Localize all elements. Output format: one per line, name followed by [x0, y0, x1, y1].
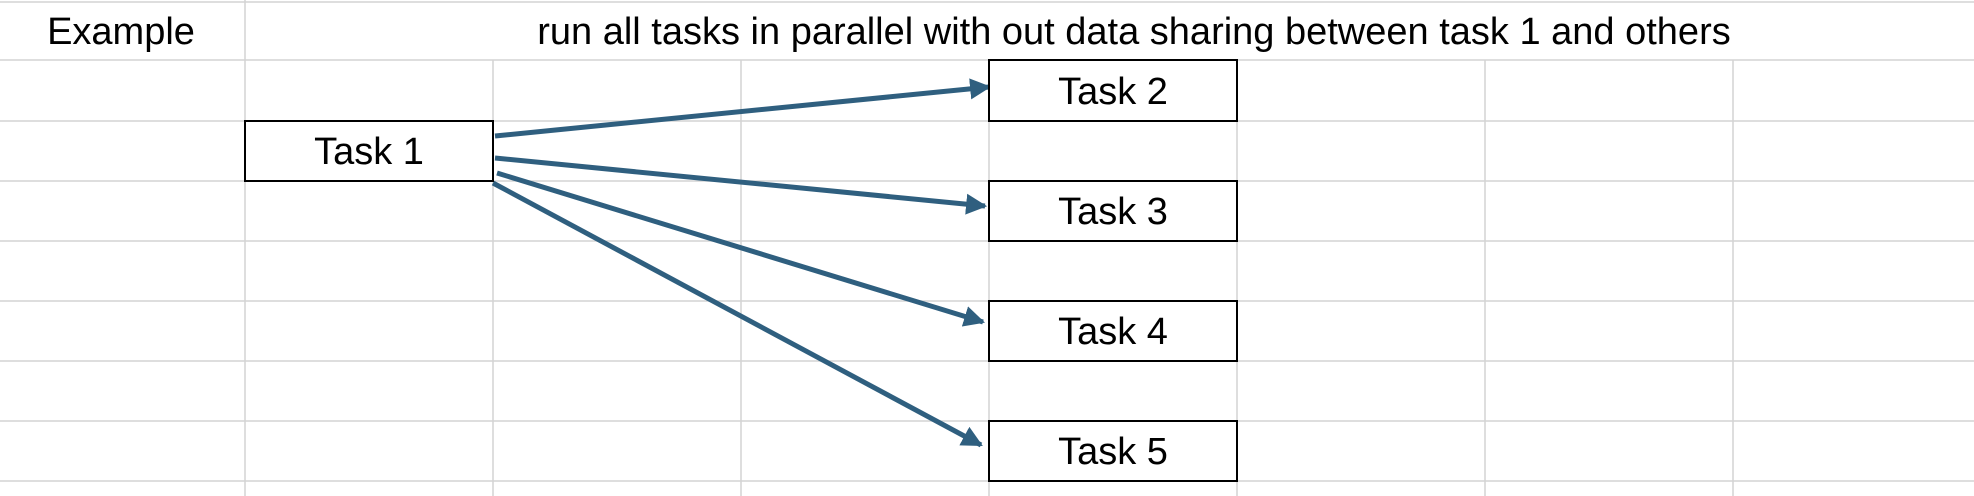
arrow-task1-to-task4 — [496, 170, 986, 327]
arrow-group — [491, 78, 992, 448]
task-box-target-4[interactable]: Task 5 — [988, 420, 1238, 482]
task-box-target-2[interactable]: Task 3 — [988, 180, 1238, 242]
task-box-frame — [244, 120, 494, 182]
task-label: Task 1 — [314, 131, 424, 173]
task-box-target-1[interactable]: Task 2 — [988, 59, 1238, 122]
task-box-frame — [988, 59, 1238, 122]
task-box-source[interactable]: Task 1 — [244, 120, 494, 182]
arrow-task1-to-task5 — [491, 180, 983, 448]
task-label: Task 4 — [1058, 311, 1168, 353]
task-label: Task 3 — [1058, 191, 1168, 233]
header-cell-text: run all tasks in parallel with out data … — [537, 11, 1730, 53]
task-box-frame — [988, 300, 1238, 362]
task-label: Task 2 — [1058, 71, 1168, 113]
task-box-target-3[interactable]: Task 4 — [988, 300, 1238, 362]
task-label: Task 5 — [1058, 431, 1168, 473]
corner-cell-label: Example — [47, 11, 195, 53]
arrow-task1-to-task3 — [494, 155, 988, 215]
arrow-task1-to-task2 — [494, 78, 992, 139]
task-box-frame — [988, 420, 1238, 482]
task-box-frame — [988, 180, 1238, 242]
